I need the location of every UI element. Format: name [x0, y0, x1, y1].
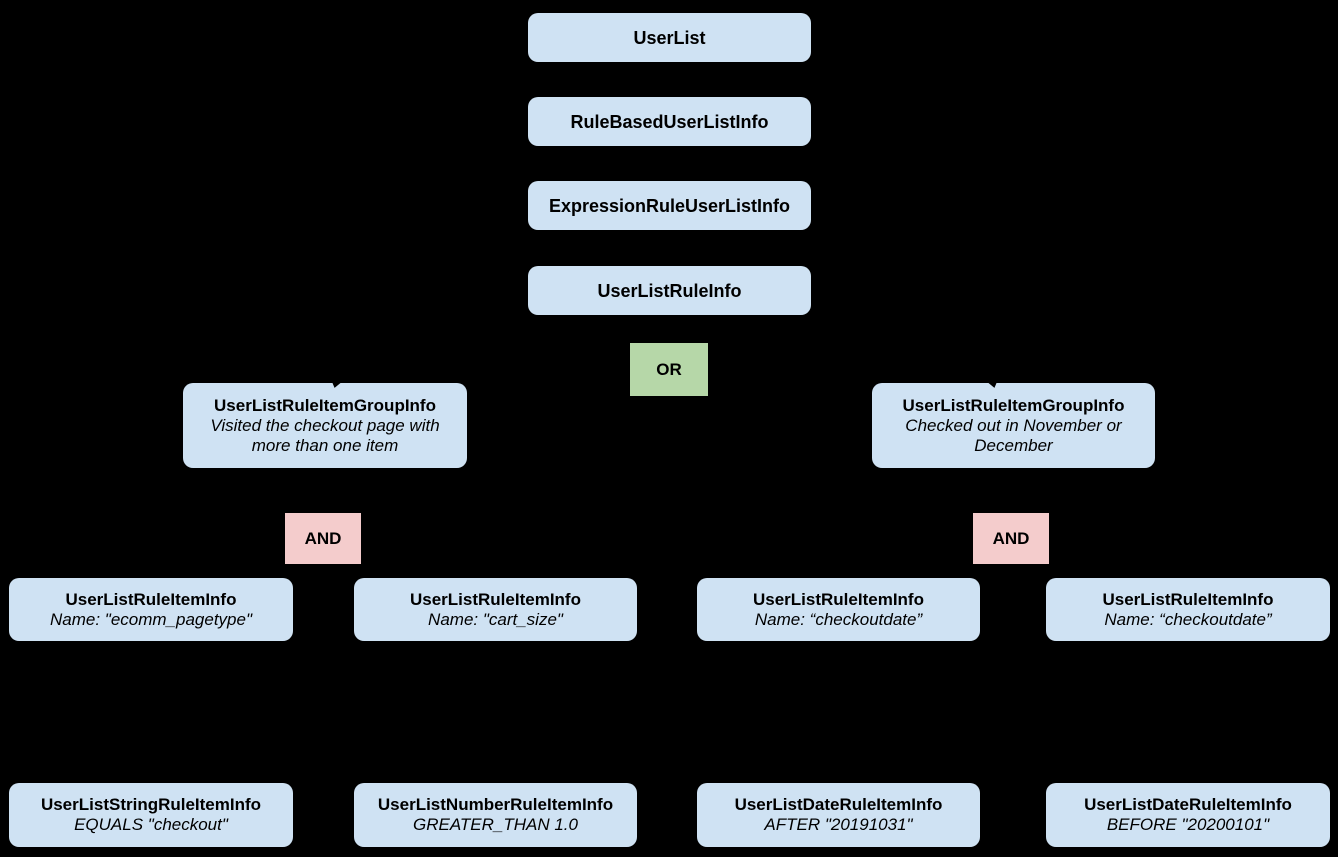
- node-date-rule-item-before: UserListDateRuleItemInfo BEFORE "2020010…: [1046, 783, 1330, 847]
- node-rule-item-group-left: UserListRuleItemGroupInfo Visited the ch…: [183, 383, 467, 468]
- node-subtitle: AFTER "20191031": [764, 815, 913, 834]
- node-rule-item-cart-size: UserListRuleItemInfo Name: "cart_size": [354, 578, 637, 641]
- node-rule-item-checkoutdate-1: UserListRuleItemInfo Name: “checkoutdate…: [697, 578, 980, 641]
- node-title: ExpressionRuleUserListInfo: [548, 195, 791, 216]
- node-rule-item-ecomm-pagetype: UserListRuleItemInfo Name: "ecomm_pagety…: [9, 578, 293, 641]
- node-title: UserListRuleItemInfo: [1102, 589, 1274, 609]
- node-title: UserListRuleItemInfo: [753, 589, 924, 609]
- operator-label: AND: [992, 528, 1030, 548]
- node-rule-item-group-right: UserListRuleItemGroupInfo Checked out in…: [872, 383, 1155, 468]
- node-and-operator-right: AND: [973, 513, 1049, 564]
- node-rule-item-checkoutdate-2: UserListRuleItemInfo Name: “checkoutdate…: [1046, 578, 1330, 641]
- node-string-rule-item: UserListStringRuleItemInfo EQUALS "check…: [9, 783, 293, 847]
- node-subtitle: Name: "cart_size": [428, 609, 563, 629]
- node-rule-based-user-list-info: RuleBasedUserListInfo: [528, 97, 811, 146]
- operator-label: OR: [656, 359, 682, 379]
- node-subtitle: GREATER_THAN 1.0: [412, 815, 578, 834]
- node-subtitle: BEFORE "20200101": [1106, 815, 1270, 834]
- node-and-operator-left: AND: [285, 513, 361, 564]
- node-subtitle: Visited the checkout page with more than…: [210, 415, 440, 455]
- node-title: UserListStringRuleItemInfo: [40, 795, 262, 814]
- node-date-rule-item-after: UserListDateRuleItemInfo AFTER "20191031…: [697, 783, 980, 847]
- node-title: UserListNumberRuleItemInfo: [377, 795, 614, 814]
- node-title: UserListDateRuleItemInfo: [734, 795, 943, 814]
- node-title: UserListRuleItemGroupInfo: [902, 395, 1125, 415]
- node-user-list-rule-info: UserListRuleInfo: [528, 266, 811, 315]
- node-title: UserList: [633, 27, 706, 48]
- node-subtitle: Name: “checkoutdate”: [1104, 609, 1272, 629]
- node-title: RuleBasedUserListInfo: [570, 111, 769, 132]
- node-subtitle: Name: “checkoutdate”: [754, 609, 923, 629]
- node-or-operator: OR: [630, 343, 708, 396]
- node-title: UserListDateRuleItemInfo: [1084, 795, 1292, 814]
- node-title: UserListRuleItemInfo: [65, 589, 237, 609]
- operator-label: AND: [304, 528, 342, 548]
- node-title: UserListRuleInfo: [597, 280, 742, 301]
- node-number-rule-item: UserListNumberRuleItemInfo GREATER_THAN …: [354, 783, 637, 847]
- node-userlist: UserList: [528, 13, 811, 62]
- node-subtitle: Checked out in November or December: [905, 415, 1122, 455]
- node-subtitle: Name: "ecomm_pagetype": [50, 609, 252, 629]
- node-title: UserListRuleItemInfo: [410, 589, 581, 609]
- node-subtitle: EQUALS "checkout": [74, 815, 228, 834]
- node-expression-rule-user-list-info: ExpressionRuleUserListInfo: [528, 181, 811, 230]
- node-title: UserListRuleItemGroupInfo: [214, 395, 436, 415]
